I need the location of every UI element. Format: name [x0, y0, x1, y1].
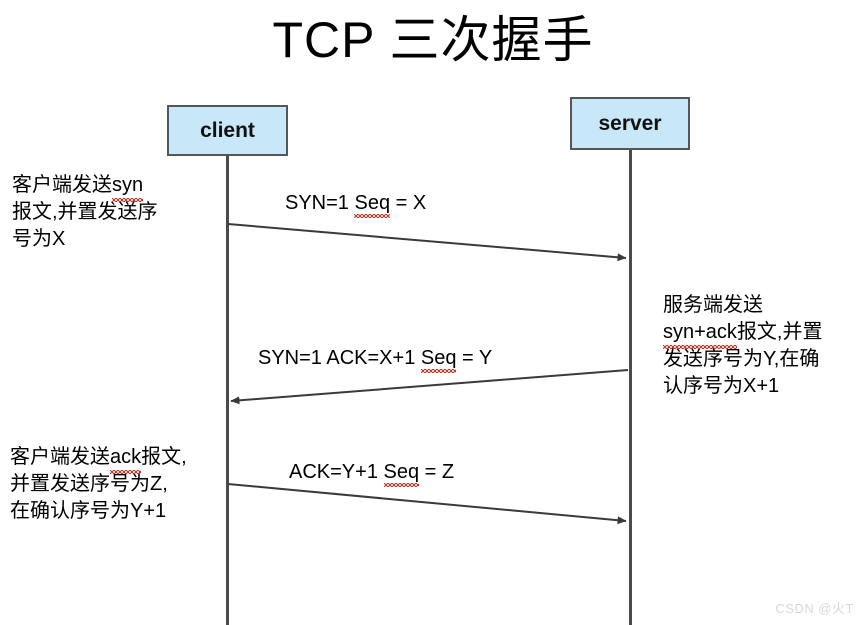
client-lifeline: [226, 156, 229, 625]
message-label-2-misspelled: Seq: [420, 347, 457, 373]
message-label-3: ACK=Y+1 Seq = Z: [289, 461, 455, 487]
message-label-1-misspelled: Seq: [354, 192, 391, 218]
actor-box-server[interactable]: server: [570, 97, 690, 150]
watermark: CSDN @火T: [775, 601, 854, 616]
message-label-2: SYN=1 ACK=X+1 Seq = Y: [258, 347, 493, 373]
annotation-server-synack-line-2-suffix: 报文,并置: [736, 321, 823, 343]
annotation-client-ack-line-1: 客户端发送ack报文,: [10, 444, 187, 474]
actor-box-client[interactable]: client: [167, 105, 288, 156]
message-label-1-suffix: = X: [390, 192, 427, 214]
annotation-client-syn: 客户端发送syn 报文,并置发送序 号为X: [12, 172, 158, 253]
message-label-2-prefix: SYN=1 ACK=X+1: [258, 347, 421, 369]
annotation-client-ack: 客户端发送ack报文, 并置发送序号为Z, 在确认序号为Y+1: [10, 444, 187, 525]
annotation-client-syn-misspelled: syn: [112, 172, 144, 202]
page-title: TCP 三次握手: [272, 12, 594, 68]
annotation-client-ack-line-1-suffix: 报文,: [141, 446, 187, 468]
message-arrow-2: [230, 369, 629, 405]
annotation-server-synack-line-2: syn+ack报文,并置: [663, 319, 823, 349]
annotation-client-syn-line-2: 报文,并置发送序: [12, 201, 158, 223]
annotation-client-syn-line-3: 号为X: [12, 228, 66, 250]
server-lifeline: [629, 150, 632, 625]
message-arrow-1: [227, 223, 627, 262]
annotation-server-synack: 服务端发送 syn+ack报文,并置 发送序号为Y,在确 认序号为X+1: [663, 292, 823, 400]
annotation-client-ack-line-2: 并置发送序号为Z,: [10, 473, 168, 495]
message-label-1-prefix: SYN=1: [285, 192, 355, 214]
annotation-server-synack-line-4: 认序号为X+1: [663, 375, 780, 397]
actor-label-server: server: [598, 111, 662, 135]
message-label-1: SYN=1 Seq = X: [285, 192, 427, 218]
annotation-server-synack-misspelled: syn+ack: [663, 319, 737, 349]
annotation-server-synack-line-3: 发送序号为Y,在确: [663, 348, 820, 370]
message-label-2-suffix: = Y: [456, 347, 493, 369]
message-label-3-prefix: ACK=Y+1: [289, 461, 384, 483]
annotation-client-ack-line-3: 在确认序号为Y+1: [10, 500, 167, 522]
annotation-client-ack-line-1-prefix: 客户端发送: [10, 446, 110, 468]
message-arrow-3: [227, 483, 627, 525]
annotation-client-ack-misspelled: ack: [110, 444, 142, 474]
annotation-server-synack-line-1: 服务端发送: [663, 294, 763, 316]
annotation-client-syn-line-1-prefix: 客户端发送: [12, 174, 112, 196]
annotation-client-syn-line-1: 客户端发送syn: [12, 172, 158, 202]
actor-label-client: client: [200, 118, 255, 142]
message-label-3-suffix: = Z: [419, 461, 455, 483]
message-label-3-misspelled: Seq: [383, 461, 420, 487]
